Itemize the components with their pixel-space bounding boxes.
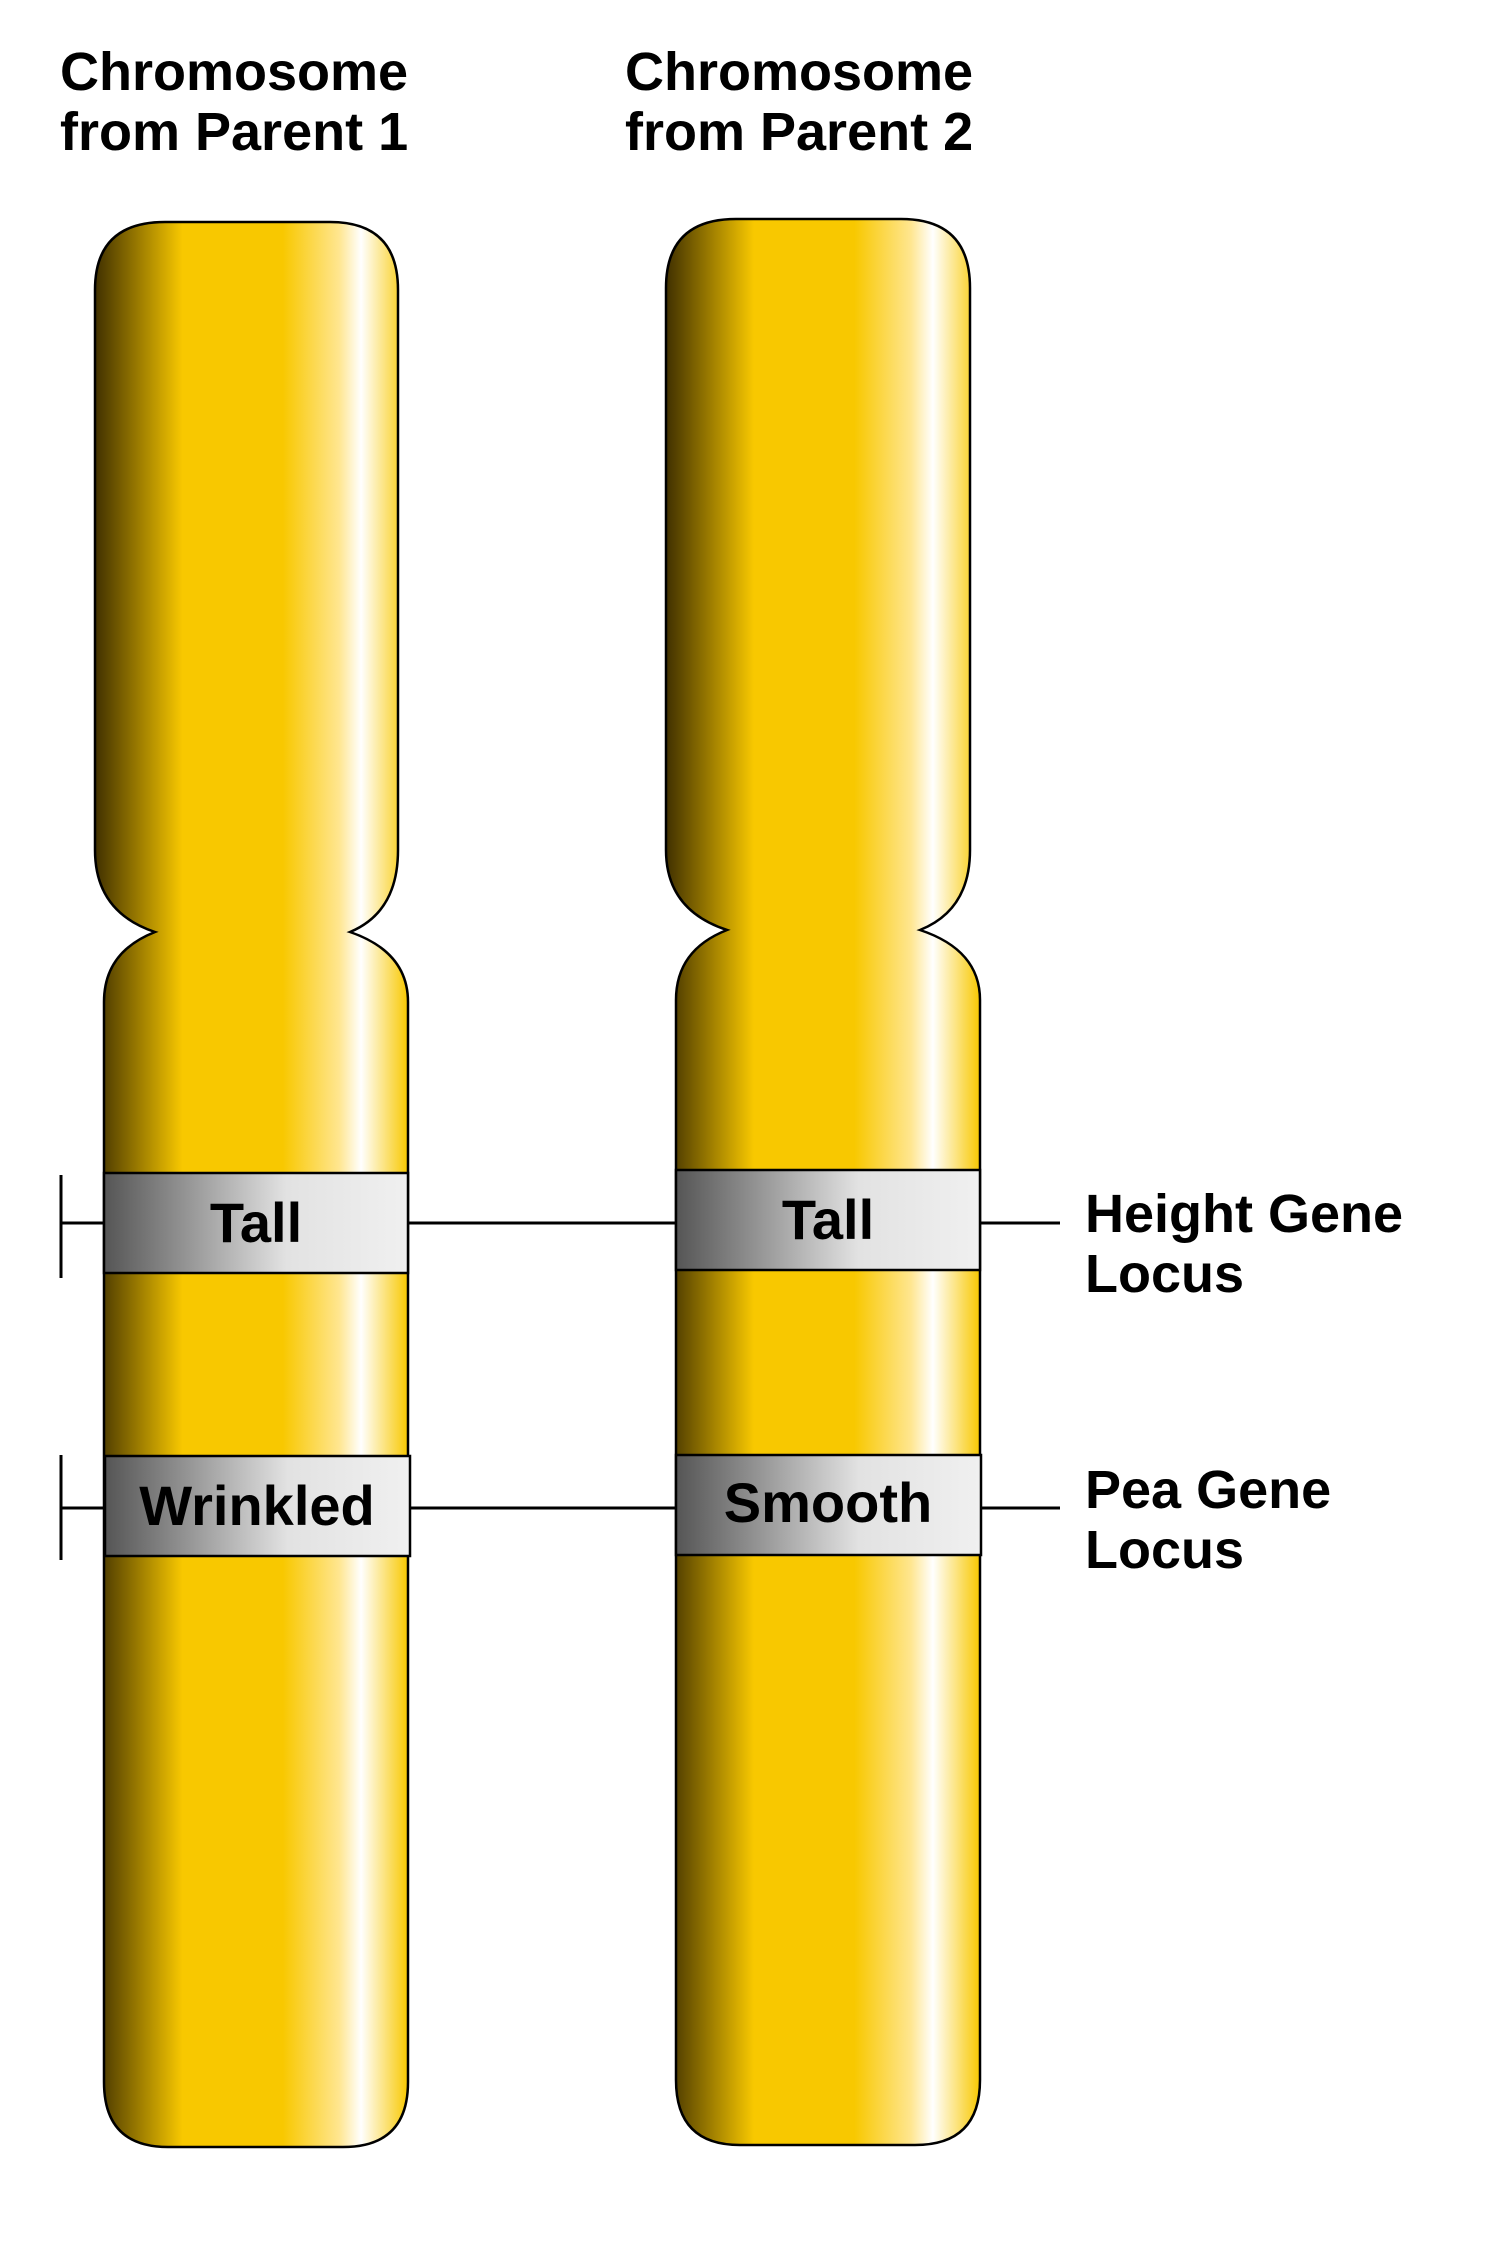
- locus-label-line2: Locus: [1085, 1520, 1244, 1580]
- allele-label: Tall: [782, 1188, 874, 1251]
- header-parent2-line1: Chromosome: [625, 42, 973, 102]
- gene-band-pea: Wrinkled: [103, 1454, 412, 1558]
- header-parent2: Chromosome from Parent 2: [625, 42, 973, 162]
- header-parent1-line2: from Parent 1: [60, 102, 408, 162]
- header-parent1-line1: Chromosome: [60, 42, 408, 102]
- chromosome-parent1: Tall Wrinkled: [93, 220, 412, 2149]
- gene-band-height: Tall: [674, 1168, 982, 1272]
- chromosome-parent2: Tall Smooth: [664, 217, 983, 2147]
- locus-label-pea: Pea Gene Locus: [1085, 1460, 1331, 1580]
- header-parent1: Chromosome from Parent 1: [60, 42, 408, 162]
- allele-label: Tall: [210, 1191, 302, 1254]
- locus-label-line2: Locus: [1085, 1244, 1244, 1304]
- pea-locus-bracket: [59, 1455, 104, 1560]
- allele-label: Wrinkled: [139, 1474, 374, 1537]
- header-parent2-line2: from Parent 2: [625, 102, 973, 162]
- allele-label: Smooth: [724, 1471, 932, 1534]
- gene-band-height: Tall: [102, 1171, 410, 1275]
- height-locus-bracket: [59, 1175, 104, 1278]
- locus-label-line1: Pea Gene: [1085, 1460, 1331, 1520]
- locus-label-line1: Height Gene: [1085, 1184, 1403, 1244]
- gene-band-pea: Smooth: [674, 1453, 983, 1557]
- locus-label-height: Height Gene Locus: [1085, 1184, 1403, 1304]
